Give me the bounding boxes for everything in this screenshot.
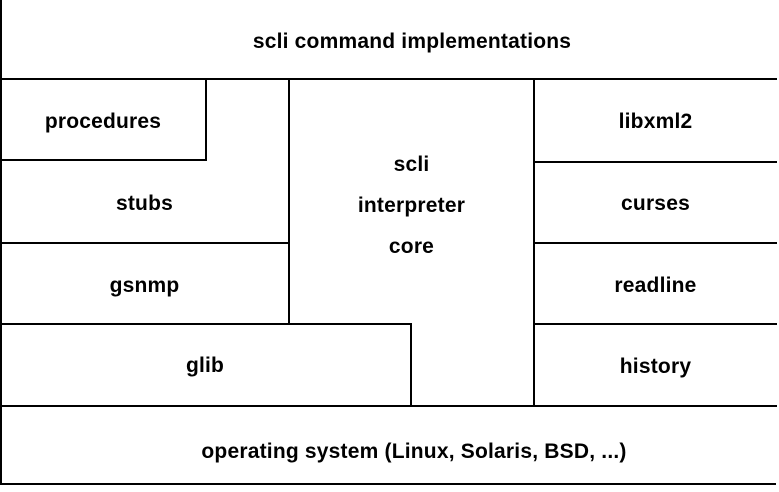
procedures-bottom-line [0,159,207,161]
title-box-bottom-line [0,78,777,80]
libxml2-bottom-line [534,161,777,163]
gsnmp-bottom-line [0,323,412,325]
scli-interpreter-core-box-label: scli interpreter core [290,144,533,267]
glib-right-line [410,323,412,407]
interpreter-core-line-3: core [388,235,435,258]
procedures-right-line [205,78,207,161]
interpreter-core-line-1: scli [393,153,430,176]
stubs-right-line [288,78,290,325]
curses-bottom-line [534,242,777,244]
libxml2-box-label: libxml2 [618,110,693,133]
operating-system-box-label: operating system (Linux, Solaris, BSD, .… [201,440,627,463]
readline-box-label: readline [614,274,697,297]
title-label: scli command implementations [252,30,572,53]
history-box-label: history [619,355,692,378]
stubs-bottom-line [0,242,290,244]
glib-box-label: glib [185,354,225,377]
gsnmp-box-label: gsnmp [109,274,180,297]
bottom-border-line [0,483,776,485]
stubs-box-label: stubs [115,192,173,215]
operating-system-top-line [0,405,777,407]
interpreter-core-line-2: interpreter [357,194,466,217]
readline-bottom-line [534,323,777,325]
procedures-box-label: procedures [44,110,162,133]
curses-box-label: curses [621,192,690,215]
